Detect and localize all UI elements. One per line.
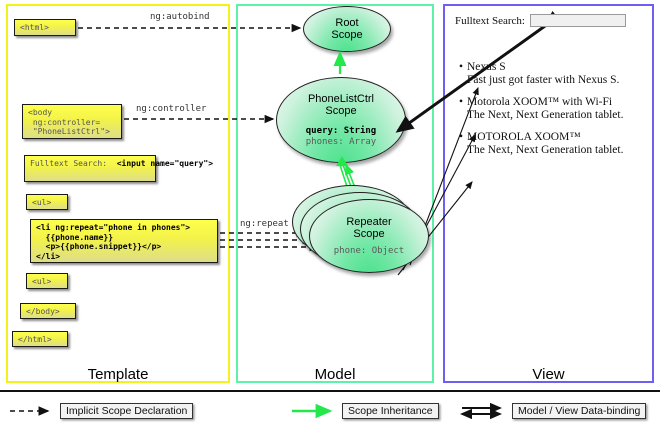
double-arrow-icon	[460, 403, 502, 419]
list-item: • Motorola XOOM™ with Wi-Fi The Next, Ne…	[455, 96, 645, 122]
edge-label-controller: ng:controller	[136, 104, 207, 114]
scope-repeater-1: Repeater Scope phone: Object	[309, 199, 429, 273]
view-item-name: Motorola XOOM™ with Wi-Fi	[467, 96, 613, 108]
template-box-html-close: </html>	[12, 331, 68, 347]
dashed-arrow-icon	[10, 406, 50, 416]
scope-ctrl-prop-phones: phones: Array	[305, 136, 377, 147]
list-item: • MOTOROLA XOOM™ The Next, Next Generati…	[455, 131, 645, 157]
template-box-ul-close: <ul>	[26, 273, 68, 289]
view-item-snippet: Fast just got faster with Nexus S.	[467, 74, 620, 86]
green-arrow-icon	[292, 403, 333, 419]
template-box-body-close: </body>	[20, 303, 76, 319]
template-box-fulltext-search: Fulltext Search: <input name="query">	[24, 155, 213, 182]
view-item-snippet: The Next, Next Generation tablet.	[467, 144, 624, 156]
scope-ctrl-title-line1: PhoneListCtrl	[307, 92, 375, 105]
scope-root: Root Scope	[303, 6, 391, 52]
legend-item-scope-inheritance: Scope Inheritance	[290, 403, 439, 419]
scope-repeater-prop-phone: phone: Object	[333, 245, 405, 256]
view-search-row: Fulltext Search:	[455, 14, 645, 27]
scope-repeater-title-line1: Repeater	[346, 215, 392, 228]
scope-root-title-line1: Root	[335, 17, 359, 29]
legend-item-data-binding: Model / View Data-binding	[460, 403, 647, 419]
scope-ctrl-title-line2: Scope	[325, 104, 357, 117]
scope-repeater-title-line2: Scope	[353, 227, 385, 240]
view-search-label: Fulltext Search:	[455, 14, 525, 27]
view-item-snippet: The Next, Next Generation tablet.	[467, 109, 624, 121]
legend-item-implicit-scope-declaration: Implicit Scope Declaration	[8, 403, 194, 419]
legend-label-databinding: Model / View Data-binding	[512, 403, 647, 419]
scope-phonelistctrl: PhoneListCtrl Scope query: String phones…	[276, 77, 406, 163]
bullet-icon: •	[458, 131, 464, 143]
bullet-icon: •	[458, 61, 464, 73]
edge-label-repeat: ng:repeat	[240, 219, 289, 229]
list-item: • Nexus S Fast just got faster with Nexu…	[455, 61, 645, 87]
view-item-name: Nexus S	[467, 61, 506, 73]
view-content: Fulltext Search: • Nexus S Fast just got…	[455, 14, 645, 157]
legend: Implicit Scope Declaration Scope Inherit…	[0, 397, 660, 435]
legend-label-implicit: Implicit Scope Declaration	[60, 403, 194, 419]
template-box-body-open: <body ng:controller= "PhoneListCtrl">	[22, 104, 122, 139]
template-box-ul-open: <ul>	[26, 194, 68, 210]
panel-template: Template	[6, 4, 230, 383]
edge-label-autobind: ng:autobind	[150, 12, 210, 22]
legend-divider	[0, 390, 660, 392]
search-input[interactable]	[529, 14, 626, 27]
template-box-li-repeat: <li ng:repeat="phone in phones"> {{phone…	[30, 219, 218, 263]
bullet-icon: •	[458, 96, 464, 108]
scope-root-title-line2: Scope	[331, 29, 363, 41]
panel-model-title: Model	[314, 366, 356, 383]
view-item-name: MOTOROLA XOOM™	[467, 131, 581, 143]
panel-view-title: View	[532, 366, 565, 383]
template-box-html-open: <html>	[14, 19, 76, 36]
scope-ctrl-prop-query: query: String	[305, 125, 377, 136]
legend-label-inheritance: Scope Inheritance	[342, 403, 439, 419]
panel-template-title: Template	[87, 366, 149, 383]
